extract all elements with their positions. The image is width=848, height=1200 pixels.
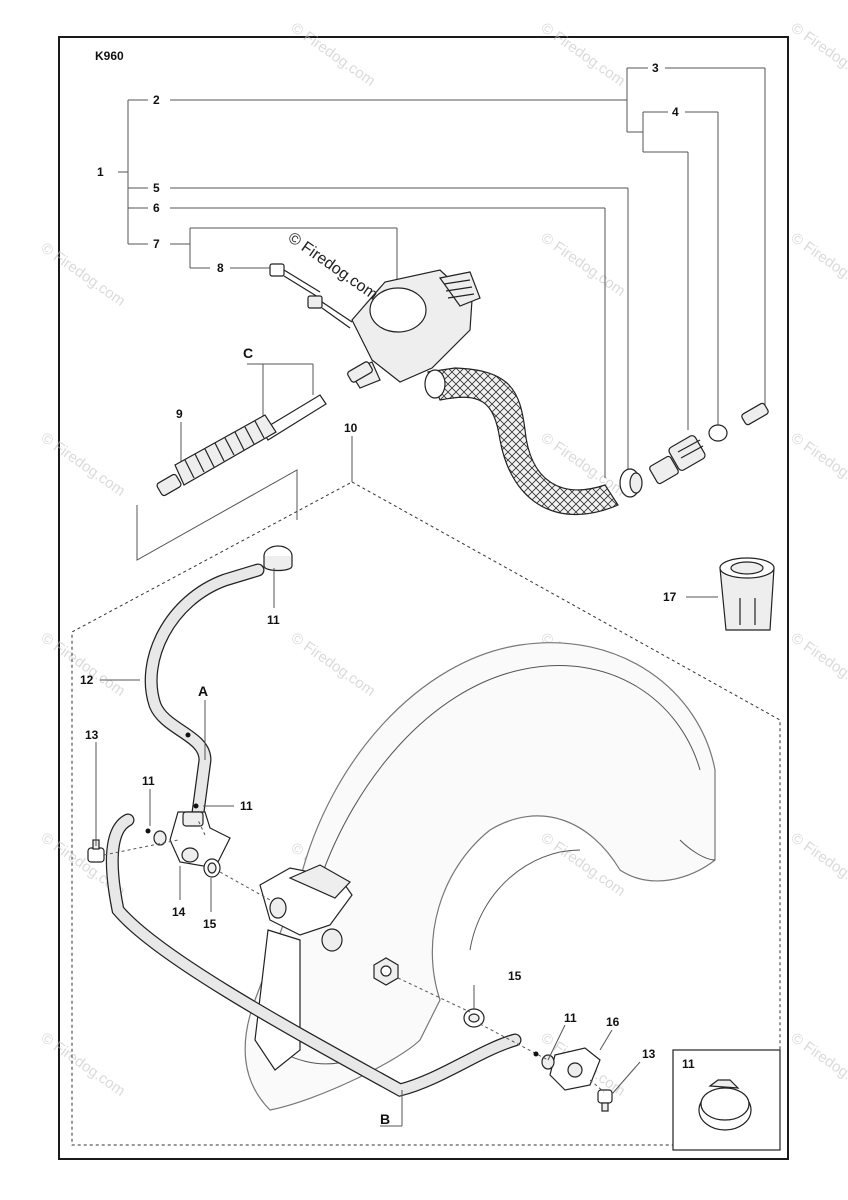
callout-15-right: 15 [508,969,522,983]
letter-c: C [243,345,253,361]
watermark: © Firedog.com [288,629,379,699]
hose-part-5 [424,367,619,516]
callout-9: 9 [176,407,183,421]
model-label: K960 [95,49,124,63]
callout-8: 8 [217,261,224,275]
callout-7: 7 [153,237,160,251]
valve-part-16 [541,1047,601,1091]
valve-housing-part-7 [349,269,481,389]
screw-part-8 [269,263,353,329]
diagram-frame [58,36,789,1160]
watermark: © Firedog.com [38,1029,129,1099]
callout-13-left: 13 [85,728,99,742]
callout-11-left: 11 [142,774,155,788]
watermark: © Firedog.com [788,429,848,499]
fitting-part-4 [649,435,706,485]
callout-13-right: 13 [642,1047,656,1061]
assembly-lines [103,819,605,1093]
callout-5: 5 [153,181,160,195]
marker-dot [185,732,191,738]
watermark: © Firedog.com [788,1029,848,1099]
callout-3: 3 [652,61,659,75]
nut-part-right [373,957,399,986]
watermark: © Firedog.com [538,229,629,299]
marker-dot [145,828,151,834]
watermark: © Firedog.com [38,629,129,699]
o-ring-part [708,424,728,442]
watermark: © Firedog.com [788,19,848,89]
letter-a: A [198,683,208,699]
watermark: © Firedog.com [288,19,379,89]
clamp-detail-inset [672,1049,781,1151]
letter-b: B [380,1111,390,1127]
marker-dot [193,803,199,809]
callout-11-right: 11 [564,1011,577,1025]
nipple-part [347,361,373,383]
callout-17: 17 [663,590,677,604]
leader-lines-lower [95,568,641,1127]
callout-11-mid: 11 [240,799,253,813]
adapter-part-17 [719,557,775,631]
callout-4: 4 [672,105,679,119]
callout-labels: 1 2 3 4 5 6 7 8 9 10 11 11 11 11 11 12 1… [80,61,695,1127]
watermark: © Firedog.com [538,19,629,89]
callout-2: 2 [153,93,160,107]
marker-dot [533,1051,539,1057]
clamp-part-11-top [263,545,293,572]
screw-part-3 [741,402,769,426]
kit-boundary [71,481,781,1146]
watermark: © Firedog.com [788,629,848,699]
valve-part-14 [153,811,231,869]
callout-16: 16 [606,1015,620,1029]
callout-6: 6 [153,201,160,215]
screw-part-13-right [597,1089,613,1112]
callout-1: 1 [97,165,104,179]
hose-part-12-upper [144,563,265,842]
callout-15-left: 15 [203,917,217,931]
spring-hose-part-9 [156,394,327,497]
callout-10: 10 [344,421,358,435]
fuel-valve-assembly [156,263,775,631]
leader-lines [118,67,766,598]
callout-14: 14 [172,905,186,919]
fitting-part-15-left [203,858,221,878]
clamp-part-6 [619,468,643,498]
watermark: © Firedog.com [38,239,129,309]
watermark-center: © Firedog.com [285,229,381,303]
callout-12: 12 [80,673,94,687]
watermark: © Firedog.com [788,229,848,299]
watermark: © Firedog.com [38,429,129,499]
callout-11-inset: 11 [682,1057,695,1071]
watermark: © Firedog.com [788,829,848,899]
hose-part-lower [105,813,522,1097]
callout-11-top: 11 [267,613,280,627]
